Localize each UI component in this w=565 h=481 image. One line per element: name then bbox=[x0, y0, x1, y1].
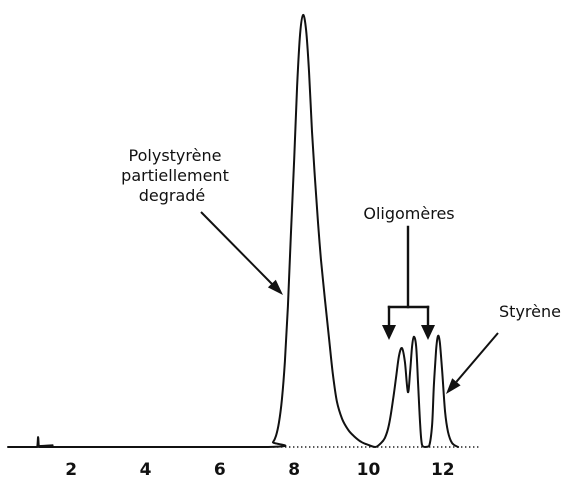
annotation-polystyrene-arrow-shaft bbox=[200, 211, 273, 285]
x-tick-label-2: 2 bbox=[65, 460, 77, 480]
annotation-polystyrene-arrowhead-icon bbox=[267, 279, 283, 295]
annotation-polystyrene-line-2: partiellement bbox=[121, 166, 229, 185]
annotation-oligomeres-label: Oligomères bbox=[363, 204, 454, 223]
trace-layer bbox=[7, 13, 460, 449]
annotation-styrene: Styrène bbox=[446, 302, 561, 394]
annotation-oligomeres-left-arrowhead-icon bbox=[382, 325, 396, 340]
x-tick-label-4: 4 bbox=[140, 460, 152, 480]
x-tick-label-10: 10 bbox=[357, 460, 381, 480]
annotation-polystyrene: Polystyrène partiellement degradé bbox=[121, 146, 283, 295]
annotation-styrene-arrowhead-icon bbox=[446, 378, 461, 394]
x-tick-label-6: 6 bbox=[214, 460, 226, 480]
annotation-oligomeres-right-arrowhead-icon bbox=[421, 325, 435, 340]
annotation-styrene-label: Styrène bbox=[499, 302, 561, 321]
chromatogram-trace-0 bbox=[7, 13, 460, 449]
x-axis-tick-labels: 2 4 6 8 10 12 bbox=[65, 460, 454, 480]
annotation-oligomeres: Oligomères bbox=[363, 204, 455, 340]
x-tick-label-12: 12 bbox=[431, 460, 455, 480]
annotation-polystyrene-line-1: Polystyrène bbox=[129, 146, 222, 165]
x-tick-label-8: 8 bbox=[288, 460, 300, 480]
annotation-styrene-arrow-shaft bbox=[455, 332, 499, 383]
annotation-polystyrene-line-3: degradé bbox=[139, 186, 206, 205]
